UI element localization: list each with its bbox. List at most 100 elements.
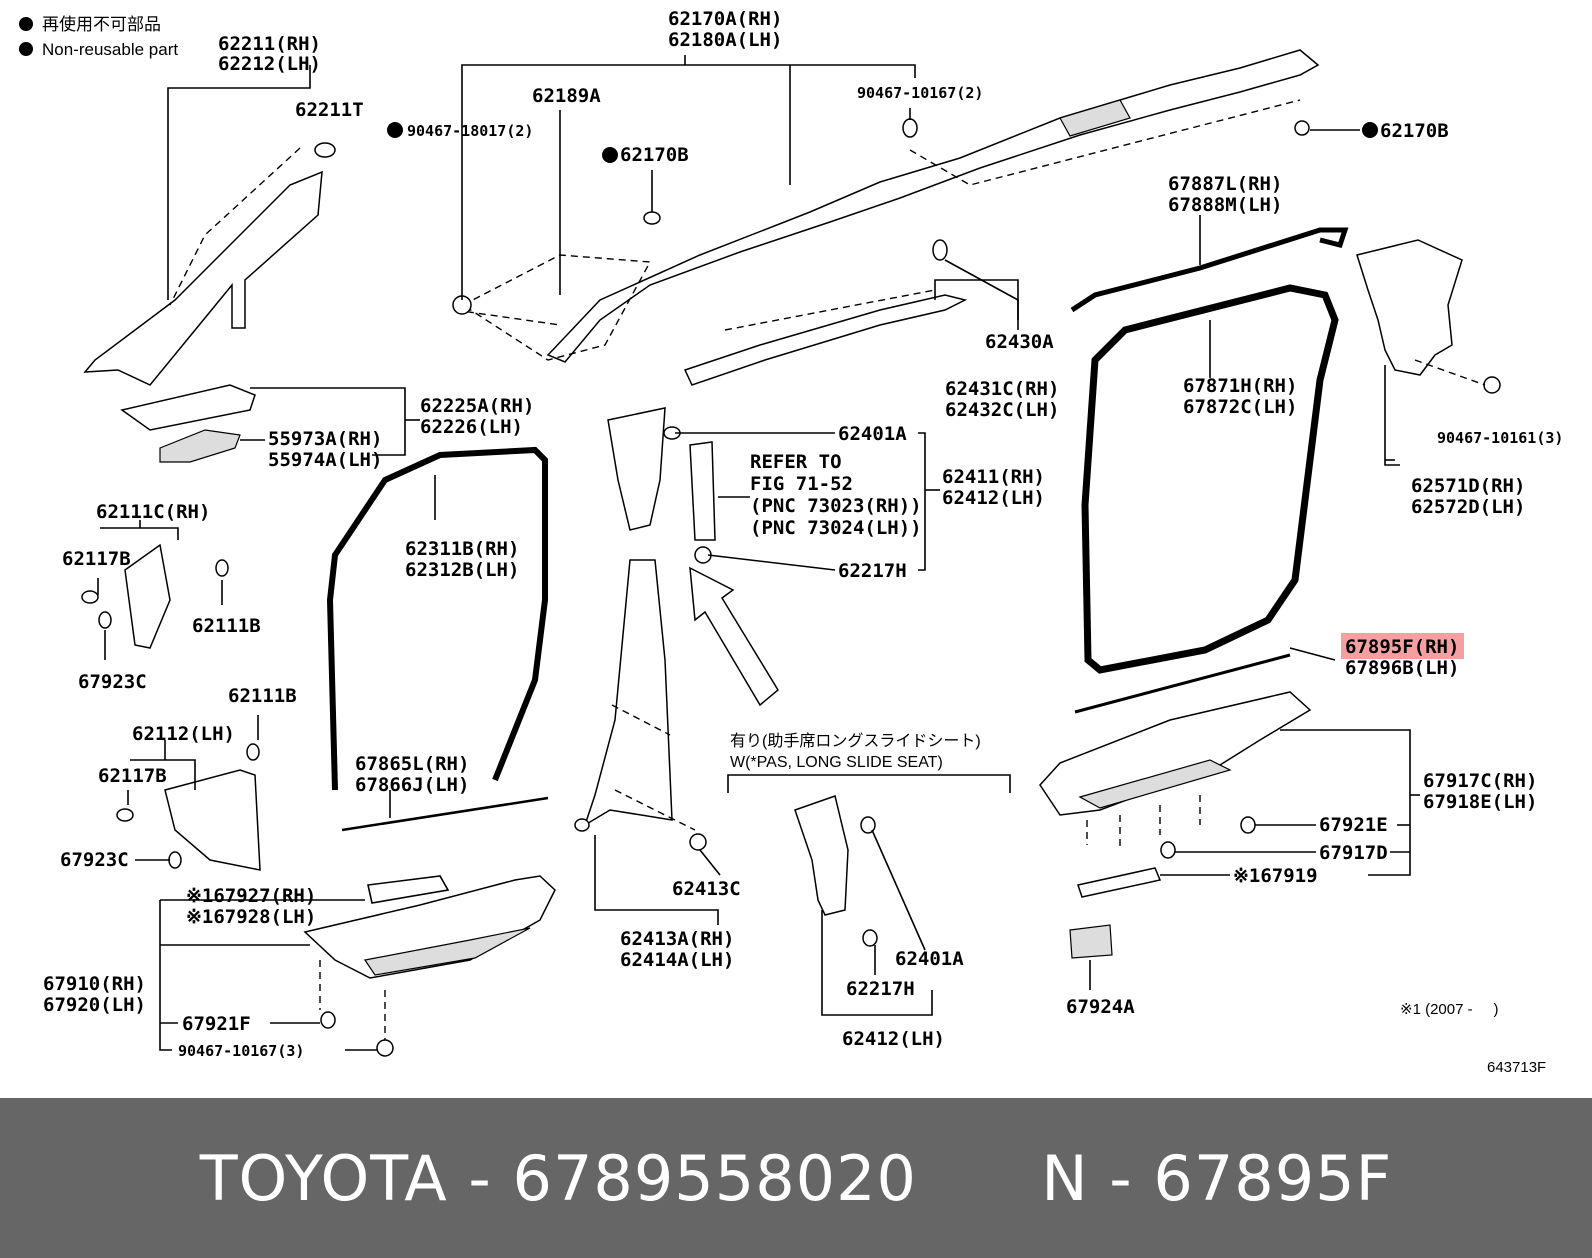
label-62412-b: 62412(LH)	[842, 1028, 945, 1050]
leader-line	[130, 759, 196, 790]
label-62117B-b: 62117B	[98, 765, 167, 787]
label-62212: 62212(LH)	[218, 53, 321, 75]
label-90467-10161: 90467-10161(3)	[1437, 429, 1563, 447]
leader-line	[167, 65, 311, 300]
leader-line	[871, 829, 926, 951]
refer-line-2: FIG 71-52	[750, 473, 853, 495]
leader-line	[699, 849, 721, 876]
clip-icon	[246, 743, 260, 761]
leader-line	[934, 279, 1019, 330]
refer-line-1: REFER TO	[750, 451, 842, 473]
non-reusable-icon	[1362, 122, 1378, 138]
clip-icon	[1240, 816, 1256, 834]
label-62226: 62226(LH)	[420, 416, 523, 438]
label-67888M: 67888M(LH)	[1168, 194, 1282, 216]
scuff-pattern	[1078, 759, 1232, 809]
label-67872C: 67872C(LH)	[1183, 396, 1297, 418]
non-reusable-icon	[387, 122, 403, 138]
note-2007: ※1 (2007 - )	[1400, 1001, 1498, 1018]
label-67918E: 67918E(LH)	[1423, 791, 1537, 813]
clip-icon	[574, 818, 590, 832]
scuff-pattern	[363, 927, 531, 976]
label-62111B-a: 62111B	[192, 615, 261, 637]
w-en-note: W(*PAS, LONG SLIDE SEAT)	[730, 754, 943, 771]
parts-diagram: 再使用不可部品 Non-reusable part	[19, 8, 1564, 1076]
label-90467-10167-2: 90467-10167(2)	[857, 84, 983, 102]
label-62217H-a: 62217H	[838, 560, 907, 582]
label-62225A: 62225A(RH)	[420, 395, 534, 417]
label-62430A: 62430A	[985, 331, 1054, 353]
label-62111B-b: 62111B	[228, 685, 297, 707]
scuff-pad	[367, 875, 450, 904]
clip-icon	[320, 1011, 336, 1029]
leader-line	[250, 387, 406, 456]
highlighted-seal	[1074, 653, 1291, 714]
leader-dash	[611, 704, 696, 831]
door-weatherstrip	[326, 446, 548, 791]
leader-line	[918, 432, 926, 571]
label-67923C-a: 67923C	[78, 671, 147, 693]
label-55973A: 55973A(RH)	[268, 428, 382, 450]
label-62211: 62211(RH)	[218, 33, 321, 55]
leader-line	[100, 527, 179, 540]
label-62401A-a: 62401A	[838, 423, 907, 445]
refer-line-4: (PNC 73024(LH))	[750, 517, 922, 539]
leader-line	[727, 774, 1011, 793]
assist-grip	[120, 384, 256, 431]
part-shapes	[81, 49, 1501, 1057]
diagram-canvas: 再使用不可部品 Non-reusable part	[19, 8, 1563, 1076]
label-62572D: 62572D(LH)	[1411, 496, 1525, 518]
label-62189A: 62189A	[532, 85, 601, 107]
label-67923C-b: 67923C	[60, 849, 129, 871]
leader-line	[594, 835, 719, 925]
rear-opening-weatherstrip	[1081, 284, 1339, 674]
roof-weatherstrip	[1070, 227, 1349, 313]
leader-dash	[169, 147, 301, 306]
clip-icon	[643, 211, 661, 225]
leader-line	[821, 910, 933, 1016]
label-62170B-b: 62170B	[1380, 120, 1449, 142]
roof-side-garnish	[546, 49, 1320, 363]
pillar-long-slide	[794, 795, 849, 916]
label-67919: ※167919	[1233, 865, 1318, 887]
clip-icon	[215, 559, 229, 577]
label-62413C: 62413C	[672, 878, 741, 900]
roof-garnish-small	[683, 294, 968, 386]
legend: 再使用不可部品 Non-reusable part	[19, 14, 178, 59]
legend-jp: 再使用不可部品	[42, 14, 161, 34]
label-67871H: 67871H(RH)	[1183, 375, 1297, 397]
clip-icon	[116, 808, 134, 822]
center-pillar-upper	[607, 407, 666, 531]
label-62312B: 62312B(LH)	[405, 559, 519, 581]
part-labels: 62211(RH) 62212(LH) 62211T 62170A(RH) 62…	[43, 8, 1563, 1076]
label-62412-a: 62412(LH)	[942, 487, 1045, 509]
label-67895F: 67895F(RH)	[1345, 636, 1459, 658]
seal-strip	[341, 796, 549, 832]
label-55974A: 55974A(LH)	[268, 449, 382, 471]
label-67910: 67910(RH)	[43, 973, 146, 995]
label-90467-18017: 90467-18017(2)	[407, 122, 533, 140]
a-pillar-garnish	[83, 170, 323, 386]
label-62170B-a: 62170B	[620, 144, 689, 166]
label-67896B: 67896B(LH)	[1345, 657, 1459, 679]
label-62217H-b: 62217H	[846, 978, 915, 1000]
leader-line	[1289, 647, 1336, 661]
clip-icon	[689, 833, 707, 851]
leader-dash	[461, 254, 652, 361]
grip-bracket	[159, 429, 241, 463]
leader-line	[944, 259, 1019, 320]
label-62401A-b: 62401A	[895, 948, 964, 970]
footer-part-number: TOYOTA - 6789558020 N - 67895F	[199, 1141, 1393, 1215]
label-62117B-a: 62117B	[62, 548, 131, 570]
clip-icon	[376, 1039, 394, 1057]
label-67927: ※167927(RH)	[186, 885, 316, 907]
bullet-icon	[19, 17, 33, 31]
leader-line	[1384, 365, 1400, 466]
clip-icon	[314, 142, 336, 158]
scuff-pad	[1077, 867, 1162, 898]
leader-dash	[1414, 359, 1486, 386]
footer-banner: TOYOTA - 6789558020 N - 67895F	[0, 1098, 1592, 1258]
w-jp-note: 有り(助手席ロングスライドシート)	[730, 732, 981, 750]
label-67865L: 67865L(RH)	[355, 753, 469, 775]
non-reusable-icon	[602, 147, 618, 163]
